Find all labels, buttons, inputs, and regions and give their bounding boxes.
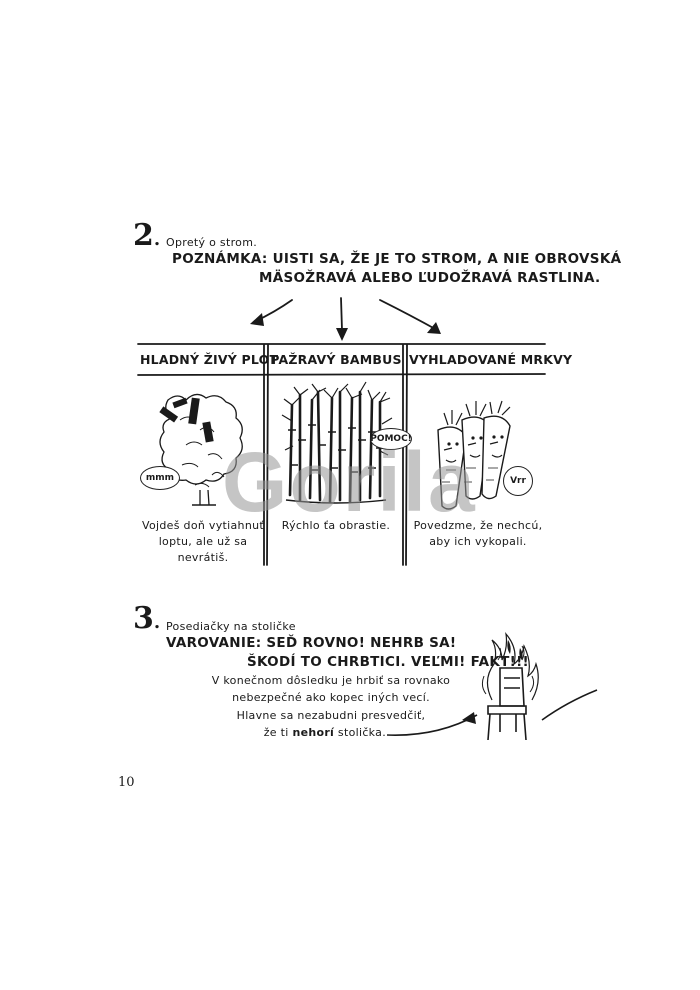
body-line-4-post: stolička. bbox=[334, 726, 386, 739]
speech-bubble-vrr: Vrr bbox=[503, 466, 533, 496]
bamboo-illustration bbox=[288, 390, 382, 504]
body-line-4: že ti nehorí stolička. bbox=[196, 725, 386, 741]
body-line-1: V konečnom dôsledku je hrbiť sa rovnako bbox=[211, 674, 451, 687]
note-line-1: POZNÁMKA: UISTI SA, ŽE JE TO STROM, A NI… bbox=[172, 251, 622, 267]
step-number-3: 3. bbox=[133, 601, 161, 636]
page-number: 10 bbox=[118, 775, 135, 790]
caption-hedge-1: Vojdeš doň vytiahnuť bbox=[142, 519, 264, 532]
caption-bamboo-1: Rýchlo ťa obrastie. bbox=[281, 519, 391, 532]
caption-hedge-3: nevrátiš. bbox=[177, 551, 229, 564]
fire-illustration bbox=[481, 632, 539, 701]
speech-bubble-mmm: mmm bbox=[140, 466, 180, 490]
step-number-2: 2. bbox=[133, 218, 161, 253]
step-3-heading: Posediačky na stoličke bbox=[166, 620, 296, 633]
column-title-carrots: VYHLADOVANÉ MRKVY bbox=[409, 352, 573, 367]
caption-hedge-2: loptu, ale už sa bbox=[158, 535, 248, 548]
body-line-3: Hlavne sa nezabudni presvedčiť, bbox=[236, 709, 426, 722]
step-2-heading: Opretý o strom. bbox=[166, 236, 258, 249]
column-title-bamboo: PAŽRAVÝ BAMBUS bbox=[270, 352, 402, 367]
caption-carrots-2: aby ich vykopali. bbox=[429, 535, 527, 548]
publisher-watermark: Gorila bbox=[222, 435, 477, 529]
column-title-hedge: HLADNÝ ŽIVÝ PLOT bbox=[140, 352, 279, 367]
body-line-2: nebezpečné ako kopec iných vecí. bbox=[232, 691, 430, 704]
speech-bubble-pomoc: POMOC! bbox=[370, 428, 412, 450]
chair-illustration bbox=[487, 667, 527, 741]
caption-carrots-1: Povedzme, že nechcú, bbox=[413, 519, 543, 532]
body-line-4-pre: že ti bbox=[263, 726, 293, 739]
legs-in-hedge bbox=[159, 397, 214, 443]
body-line-4-emphasis: nehorí bbox=[292, 726, 335, 739]
warning-line-2: ŠKODÍ TO CHRBTICI. VEĽMI! FAKT!!! bbox=[247, 654, 529, 670]
bamboo-base bbox=[285, 499, 387, 504]
warning-line-1: VAROVANIE: SEĎ ROVNO! NEHRB SA! bbox=[166, 635, 457, 651]
bamboo-leaves bbox=[281, 381, 393, 473]
note-line-2: MÄSOŽRAVÁ ALEBO ĽUDOŽRAVÁ RASTLINA. bbox=[259, 270, 601, 286]
